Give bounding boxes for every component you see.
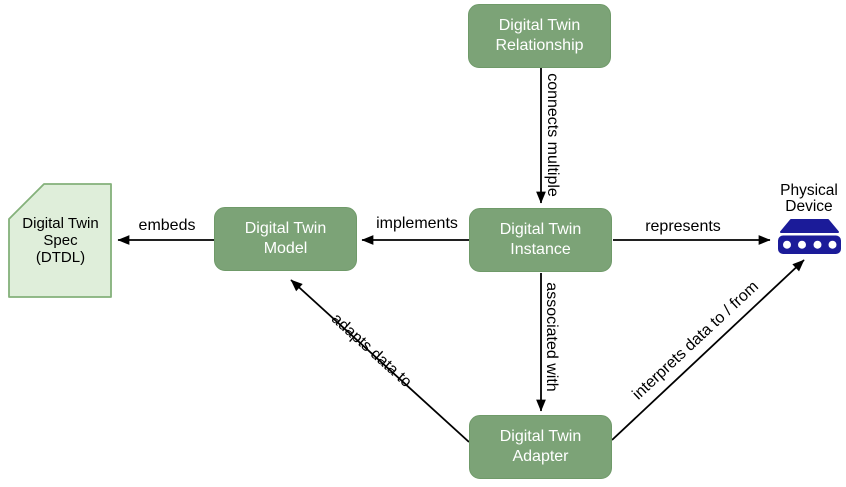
node-label-line: Digital Twin	[498, 17, 581, 34]
physical-device-label: Physical Device	[780, 183, 838, 215]
spec-label: Digital Twin Spec (DTDL)	[8, 183, 113, 298]
node-digital-twin-relationship: Digital Twin Relationship	[468, 4, 611, 68]
spec-label-line: Digital Twin	[22, 215, 99, 232]
edge-interprets-data-line	[611, 259, 805, 441]
node-digital-twin-adapter: Digital Twin Adapter	[469, 415, 612, 479]
node-label-line: Digital Twin	[499, 221, 582, 238]
device-label-line: Physical	[780, 182, 838, 199]
spec-label-line: (DTDL)	[35, 249, 86, 266]
document-shape-icon	[8, 183, 112, 298]
edge-label-represents: represents	[645, 218, 721, 235]
node-digital-twin-instance: Digital Twin Instance	[469, 208, 612, 272]
edge-adapts-data-to-line	[290, 279, 470, 443]
spec-label-line: Spec	[43, 232, 78, 249]
node-label-line: Digital Twin	[499, 428, 582, 445]
node-label-line: Model	[263, 240, 308, 257]
node-label-line: Instance	[510, 241, 571, 258]
node-digital-twin-spec: Digital Twin Spec (DTDL)	[8, 183, 113, 298]
physical-device-icon	[778, 219, 841, 254]
node-label-line: Relationship	[495, 37, 584, 54]
node-label-line: Adapter	[512, 448, 569, 465]
node-digital-twin-model: Digital Twin Model	[214, 207, 357, 271]
edge-label-connects-multiple: connects multiple	[544, 73, 561, 197]
node-label-line: Digital Twin	[244, 220, 327, 237]
device-label-line: Device	[785, 198, 833, 215]
edge-label-associated-with: associated with	[543, 282, 560, 392]
edge-label-embeds: embeds	[138, 217, 196, 234]
edge-label-implements: implements	[376, 215, 458, 232]
